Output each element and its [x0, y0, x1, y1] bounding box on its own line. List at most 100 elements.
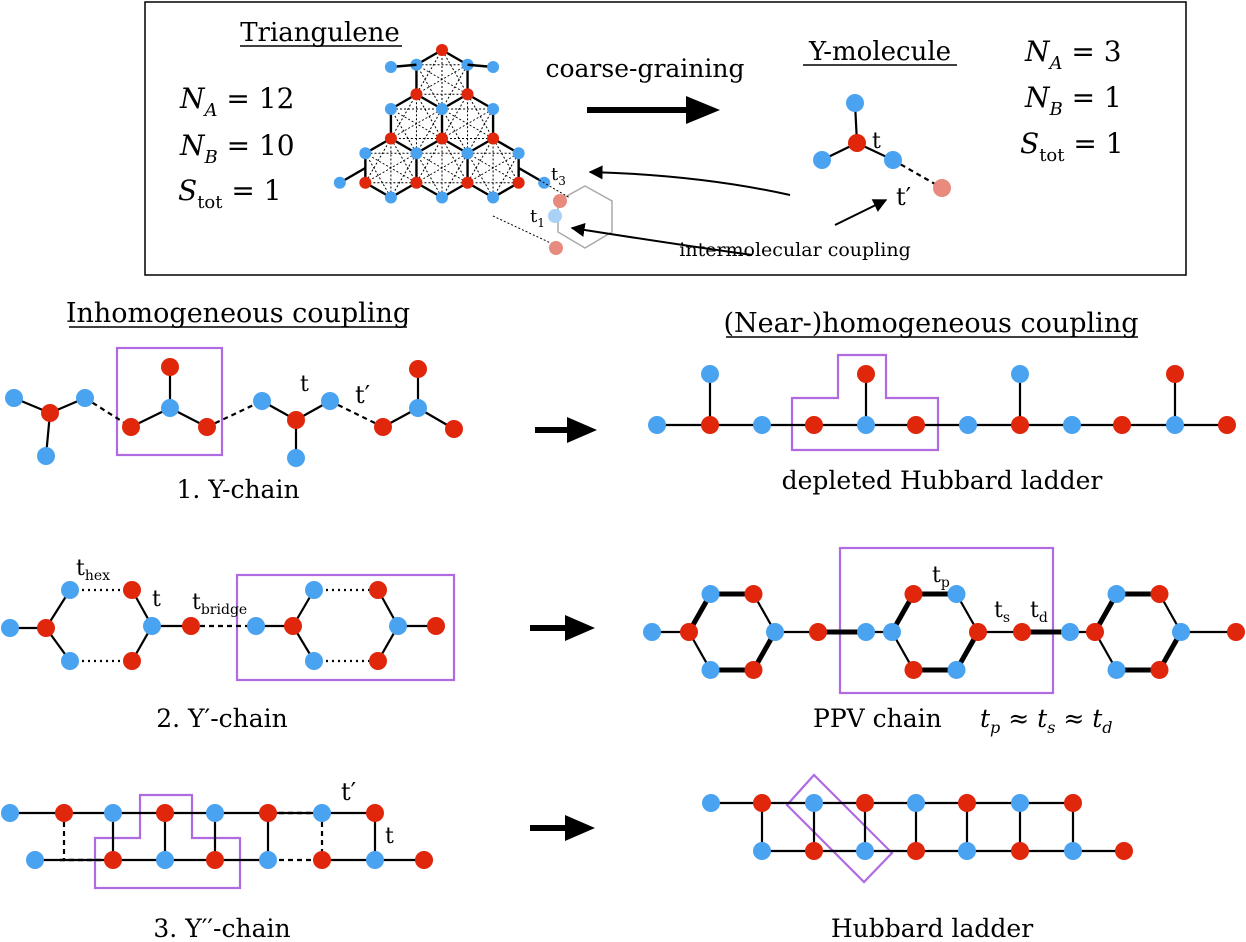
- tri-na-label: NA = 12: [179, 82, 294, 121]
- site-b: [884, 151, 902, 169]
- bond: [416, 138, 443, 184]
- hubbard-ladder: [702, 773, 1133, 884]
- site-a: [1150, 660, 1169, 679]
- site-b: [436, 103, 448, 115]
- row2-t-label: t: [152, 587, 161, 612]
- unit-cell-box: [235, 573, 456, 682]
- bond: [416, 152, 443, 198]
- site-a: [313, 851, 331, 869]
- header-inhomogeneous: Inhomogeneous coupling: [66, 298, 410, 329]
- site-a: [1086, 623, 1104, 641]
- site-b: [305, 652, 323, 670]
- site-b: [1061, 623, 1079, 641]
- site-b: [947, 585, 966, 604]
- site-a: [1011, 842, 1029, 860]
- site-a: [374, 418, 392, 436]
- bond: [467, 153, 494, 198]
- site-b: [813, 151, 831, 169]
- site-b: [753, 416, 771, 434]
- site-b: [384, 103, 397, 115]
- site-a: [907, 416, 925, 434]
- site-a: [410, 88, 423, 101]
- tri-nb-label: NB = 10: [179, 129, 295, 168]
- site-a: [744, 660, 763, 679]
- site-a: [287, 411, 305, 429]
- site-a: [104, 851, 122, 869]
- site-a: [409, 360, 427, 378]
- site-b: [143, 617, 161, 635]
- site-a: [487, 132, 500, 145]
- depleted-hubbard-ladder: [648, 353, 1236, 452]
- t3-label: t3: [551, 164, 566, 188]
- site-a: [1150, 585, 1169, 604]
- bond: [416, 49, 443, 95]
- site-b: [1107, 660, 1126, 679]
- site-a: [461, 88, 474, 101]
- y-double-prime-caption: 3. Y′′-chain: [153, 914, 290, 942]
- bond: [390, 108, 443, 139]
- site-b: [5, 389, 23, 407]
- site-a: [958, 794, 976, 812]
- row2-arrow-head: [565, 615, 595, 641]
- site-b: [389, 617, 407, 635]
- y-chain-caption: 1. Y-chain: [176, 475, 299, 504]
- ts-label: ts: [994, 598, 1010, 626]
- row1-arrow-head: [567, 417, 597, 443]
- ghost-site-b: [548, 209, 562, 223]
- bond: [492, 152, 520, 198]
- site-b: [359, 147, 372, 160]
- y-double-prime-chain: t′ t: [1, 778, 433, 890]
- site-a: [969, 623, 987, 641]
- neighbor-hexagon: [557, 185, 613, 249]
- site-b: [410, 147, 423, 160]
- site-b: [384, 191, 397, 204]
- bond: [467, 138, 494, 183]
- bond: [467, 152, 519, 184]
- bond: [390, 138, 417, 183]
- site-a: [1166, 365, 1184, 383]
- site-a: [156, 804, 174, 822]
- t1-label: t1: [530, 206, 545, 230]
- site-a: [1064, 794, 1082, 812]
- top-panel: Triangulene NA = 12 NB = 10 Stot = 1 t3 …: [178, 18, 1124, 261]
- bond: [441, 152, 468, 198]
- y-molecule-title: Y-molecule: [808, 37, 951, 67]
- top-panel-frame: [144, 1, 1187, 276]
- site-a: [753, 794, 771, 812]
- bond: [390, 108, 417, 154]
- y-prime-chain-caption: 2. Y′-chain: [156, 704, 288, 733]
- site-b: [161, 399, 179, 417]
- coupling-arrow-t1: [570, 223, 753, 256]
- y-prime-chain: thex t tbridge: [1, 556, 456, 682]
- y-nb-label: NB = 1: [1024, 81, 1122, 120]
- ghost-site-a: [549, 241, 563, 255]
- site-b: [1166, 416, 1184, 434]
- row1-tprime-label: t′: [355, 381, 370, 409]
- site-b: [487, 191, 500, 204]
- y-t-label: t: [872, 129, 881, 154]
- bond: [441, 93, 468, 139]
- site-a: [907, 842, 925, 860]
- row3-tprime-label: t′: [341, 778, 356, 806]
- bond: [492, 138, 520, 184]
- site-b: [856, 842, 874, 860]
- site-b: [37, 447, 55, 465]
- site-b: [947, 660, 966, 679]
- td-label: td: [1030, 598, 1048, 626]
- site-b: [907, 794, 925, 812]
- site-a: [445, 420, 463, 438]
- site-a: [284, 617, 302, 635]
- site-b: [702, 794, 720, 812]
- coupling-arrow-t3: [588, 165, 791, 196]
- triangulene-title: Triangulene: [240, 18, 400, 48]
- site-a: [122, 418, 140, 436]
- site-b: [1011, 365, 1029, 383]
- hubbard-ladder-caption: Hubbard ladder: [831, 914, 1033, 942]
- site-a: [680, 623, 698, 641]
- y-na-label: NA = 3: [1024, 35, 1122, 74]
- site-b: [857, 623, 875, 641]
- unit-cell-box: [790, 353, 940, 452]
- site-a: [55, 804, 73, 822]
- row3-t-label: t: [385, 824, 394, 849]
